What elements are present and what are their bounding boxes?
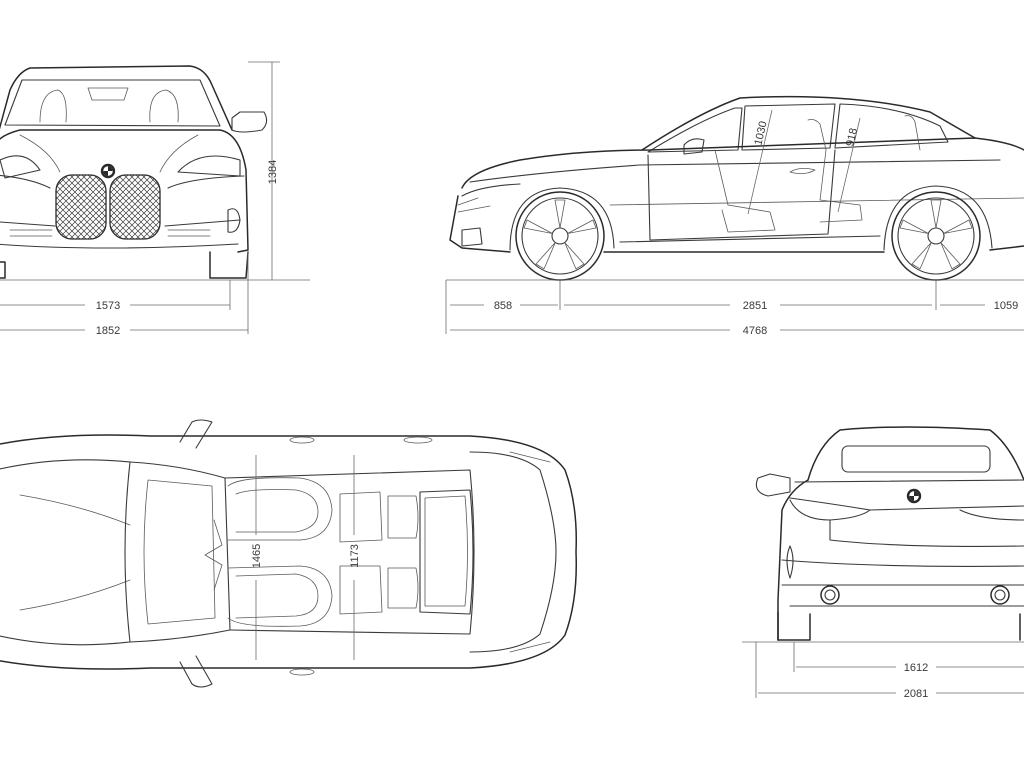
dim-front-headroom: 1030 bbox=[752, 120, 769, 147]
bmw-roundel-icon bbox=[906, 488, 922, 504]
dim-overall-length: 4768 bbox=[743, 325, 767, 337]
rear-wheel bbox=[891, 191, 981, 281]
dim-front-overhang: 858 bbox=[494, 300, 512, 312]
right-kidney-grille bbox=[109, 174, 161, 240]
dim-rear-track: 1612 bbox=[904, 662, 928, 674]
dim-rear-headroom: 918 bbox=[844, 127, 860, 148]
front-wheel bbox=[515, 191, 605, 281]
dim-rear-overhang: 1059 bbox=[994, 300, 1018, 312]
top-view: 1465 1173 bbox=[0, 419, 577, 688]
dim-rear-shoulder-width: 1173 bbox=[349, 544, 361, 568]
dim-overall-width: 1852 bbox=[96, 325, 120, 337]
dim-front-shoulder-width: 1465 bbox=[251, 544, 263, 568]
dim-overall-height: 1384 bbox=[267, 160, 279, 184]
front-view: 1384 1573 1852 bbox=[0, 61, 310, 337]
left-kidney-grille bbox=[55, 174, 107, 240]
side-view: 1030 918 858 2851 1059 4768 bbox=[445, 95, 1024, 337]
rear-view: 1612 2081 bbox=[742, 426, 1024, 700]
dim-width-with-mirrors: 2081 bbox=[904, 688, 928, 700]
dim-front-track: 1573 bbox=[96, 300, 120, 312]
bmw-roundel-icon bbox=[100, 163, 116, 179]
dim-wheelbase: 2851 bbox=[743, 300, 767, 312]
